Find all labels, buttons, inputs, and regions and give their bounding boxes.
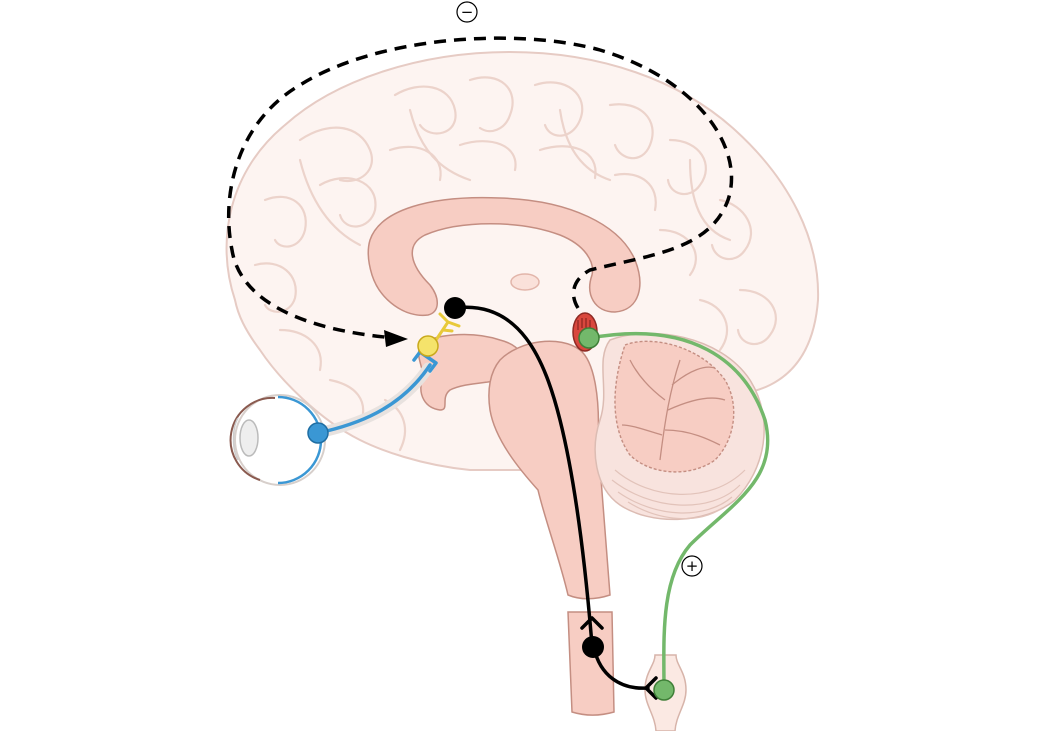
scn-neuron bbox=[417, 335, 439, 357]
thalamus bbox=[510, 273, 540, 291]
excitation-sign: + bbox=[681, 555, 703, 577]
spinal-cord-segment bbox=[567, 611, 615, 716]
retinal-ganglion-cell bbox=[307, 422, 329, 444]
excitation-sign-label: + bbox=[686, 557, 699, 575]
pinealocyte bbox=[578, 327, 600, 349]
brain-gyri bbox=[253, 76, 777, 452]
cerebellum-folia bbox=[611, 469, 746, 520]
superior-cervical-ganglion-neuron bbox=[653, 679, 675, 701]
sympathetic-descending-pathway bbox=[453, 305, 594, 647]
paraventricular-neuron bbox=[444, 297, 466, 319]
arbor-vitae-branches bbox=[621, 359, 726, 461]
feedback-arrowhead bbox=[384, 330, 408, 347]
corpus-callosum bbox=[367, 196, 641, 316]
melatonin-feedback-loop bbox=[226, 36, 734, 340]
eye bbox=[229, 394, 326, 486]
inhibition-sign-label: − bbox=[461, 3, 474, 21]
postganglionic-fiber bbox=[588, 331, 770, 692]
retinohypothalamic-tract-fiber bbox=[316, 363, 432, 435]
intermediolateral-neuron bbox=[582, 636, 604, 658]
spinal-synapse-terminal bbox=[580, 616, 604, 630]
ganglion-synapse-terminal bbox=[644, 676, 658, 700]
scn-dendrites bbox=[434, 312, 461, 342]
inhibition-sign: − bbox=[456, 1, 478, 23]
